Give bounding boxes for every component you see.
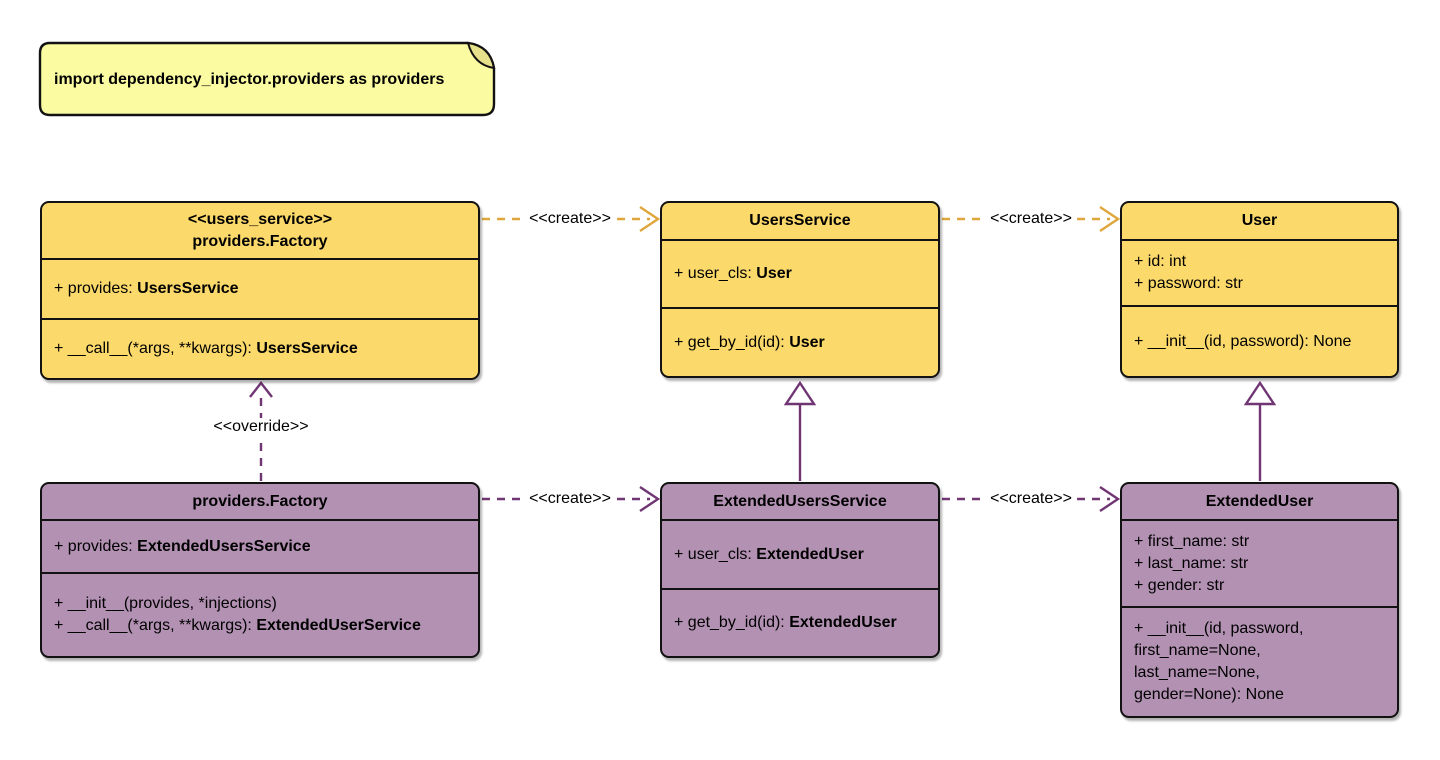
generalization-triangle-icon [1243,380,1277,406]
edge-label-override: <<override>> [208,418,314,436]
arrowhead-icon [639,486,661,512]
class-title-compartment: providers.Factory [192,492,328,510]
class-title-compartment: ExtendedUsersService [713,492,887,510]
class-title-compartment: <<users_service>>providers.Factory [187,210,333,250]
methods-compartment: + get_by_id(id): ExtendedUser [662,588,938,656]
class-extended-factory: providers.Factory + provides: ExtendedUs… [40,482,480,658]
methods-compartment: + __init__(provides, *injections)+ __cal… [42,572,478,656]
class-extended-users-service: ExtendedUsersService + user_cls: Extende… [660,482,940,658]
attributes-compartment: + id: int+ password: str [1122,239,1397,305]
attributes-compartment: + user_cls: User [662,239,938,307]
methods-compartment: + __call__(*args, **kwargs): UsersServic… [42,318,478,378]
note-shape [38,41,496,117]
methods-compartment: + __init__(id, password): None [1122,305,1397,376]
methods-compartment: + __init__(id, password,first_name=None,… [1122,606,1397,716]
class-title-compartment: User [1241,212,1278,229]
generalization-triangle-icon [783,380,817,406]
attributes-compartment: + provides: UsersService [42,258,478,318]
edge-label-create-4: <<create>> [985,490,1077,508]
edge-inherit-extendedusersservice [783,380,817,481]
class-extended-user: ExtendedUser + first_name: str+ last_nam… [1120,482,1399,718]
arrowhead-icon [1099,486,1121,512]
attributes-compartment: + provides: ExtendedUsersService [42,519,478,572]
note: import dependency_injector.providers as … [38,40,500,119]
arrowhead-icon [249,381,273,398]
note-fold-icon [466,41,496,70]
edge-label-create-3: <<create>> [524,490,616,508]
edge-inherit-extendeduser [1243,380,1277,481]
attributes-compartment: + first_name: str+ last_name: str+ gende… [1122,519,1397,606]
edge-label-create-2: <<create>> [985,210,1077,228]
arrowhead-icon [1099,206,1121,232]
attributes-compartment: + user_cls: ExtendedUser [662,519,938,588]
arrowhead-icon [639,206,661,232]
class-users-service: UsersService + user_cls: User + get_by_i… [660,201,940,378]
note-text: import dependency_injector.providers as … [54,70,445,88]
class-title-compartment: ExtendedUser [1205,492,1314,510]
class-user: User + id: int+ password: str + __init__… [1120,201,1399,378]
class-users-service-factory: <<users_service>>providers.Factory + pro… [40,201,480,380]
edge-label-create-1: <<create>> [524,210,616,228]
class-title-compartment: UsersService [749,212,851,229]
methods-compartment: + get_by_id(id): User [662,307,938,376]
